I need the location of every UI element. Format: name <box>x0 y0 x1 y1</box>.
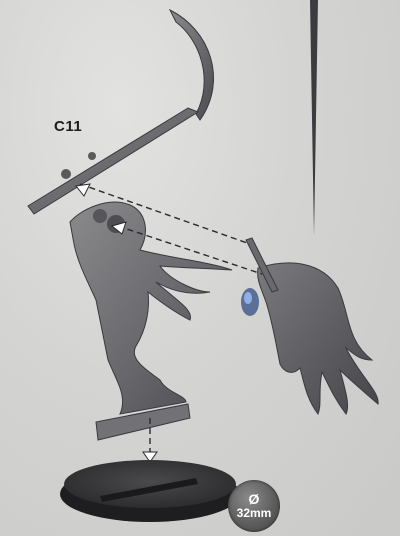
part-number-label: C11 <box>54 118 82 135</box>
arrow-head-scythe <box>76 184 90 196</box>
scythe-blade <box>170 10 214 120</box>
base-size-text: 32mm <box>237 506 272 520</box>
diameter-symbol: Ø <box>249 492 260 506</box>
spike-part <box>310 0 318 236</box>
base-size-badge: Ø 32mm <box>228 480 280 532</box>
round-base-top <box>64 460 236 508</box>
ghost-body <box>70 202 232 414</box>
